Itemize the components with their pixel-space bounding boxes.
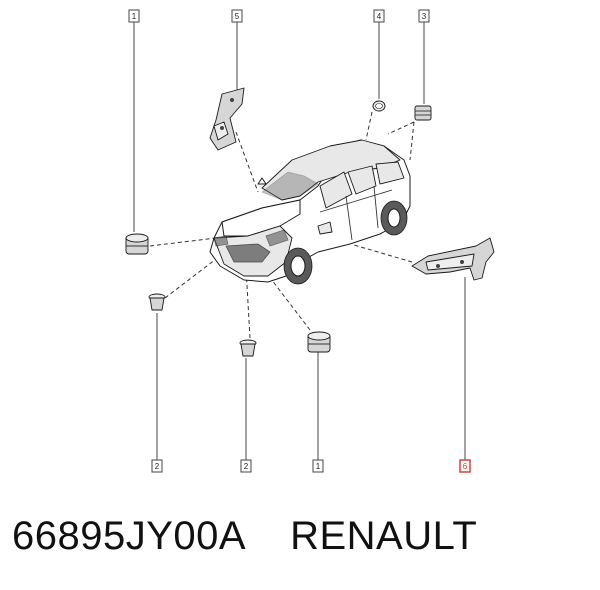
svg-text:2: 2 bbox=[244, 462, 249, 471]
leader-lines bbox=[133, 22, 466, 460]
parts-diagram: 1 5 4 3 2 2 1 6 bbox=[125, 9, 495, 473]
part-clip-1-bottom bbox=[307, 331, 331, 353]
callout-5: 5 bbox=[231, 9, 243, 23]
callout-6-highlighted: 6 bbox=[459, 459, 471, 473]
callout-2-mid: 2 bbox=[240, 459, 252, 473]
part-clip-2-left bbox=[148, 293, 166, 311]
svg-text:1: 1 bbox=[132, 12, 137, 21]
part-number: 66895JY00A bbox=[12, 514, 247, 558]
svg-text:6: 6 bbox=[463, 462, 468, 471]
callout-2-left: 2 bbox=[151, 459, 163, 473]
svg-text:4: 4 bbox=[377, 12, 382, 21]
part-bracket-6 bbox=[411, 237, 495, 281]
part-clip-1-left bbox=[125, 233, 149, 255]
svg-text:1: 1 bbox=[316, 462, 321, 471]
part-grommet-3 bbox=[414, 105, 432, 121]
svg-text:5: 5 bbox=[235, 12, 240, 21]
callout-3: 3 bbox=[418, 9, 430, 23]
svg-text:2: 2 bbox=[155, 462, 160, 471]
brand-name: RENAULT bbox=[290, 514, 478, 558]
part-clip-2-mid bbox=[239, 339, 257, 357]
callout-4: 4 bbox=[373, 9, 385, 23]
part-seal-4 bbox=[372, 100, 386, 112]
caption: 66895JY00A RENAULT bbox=[12, 514, 477, 559]
car-illustration bbox=[209, 139, 411, 285]
part-bracket-5 bbox=[209, 87, 245, 151]
callout-1-bottom: 1 bbox=[312, 459, 324, 473]
svg-text:3: 3 bbox=[422, 12, 427, 21]
callout-1-top: 1 bbox=[128, 9, 140, 23]
